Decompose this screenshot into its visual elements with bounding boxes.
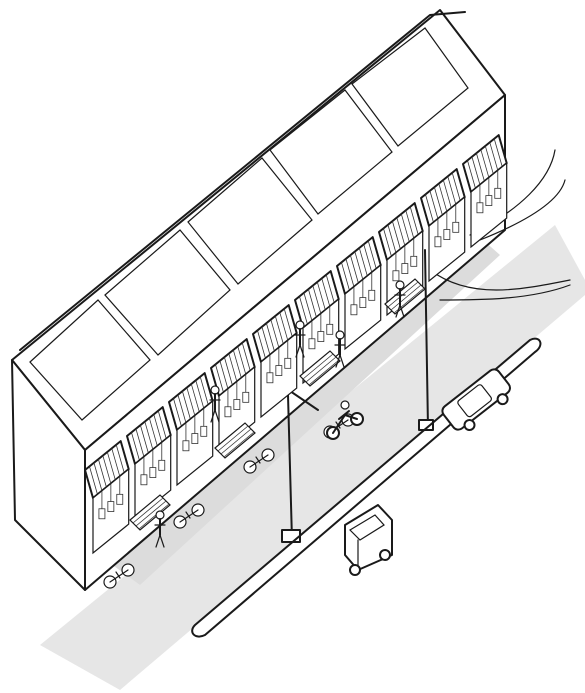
stall-9 [420,168,466,283]
pedestrian-2 [334,330,346,368]
bicycle-3 [103,563,135,589]
pedestrians [154,280,406,548]
stall-7 [336,236,382,351]
bicycle-2 [243,448,275,474]
stall-10 [462,134,508,249]
motorcycle [326,400,364,440]
stall-5 [252,304,298,419]
overhead-wire-2 [479,179,566,241]
pedestrian-1 [154,510,166,548]
roof-bays [29,27,469,421]
stall-1 [84,440,130,555]
utility-pole-right [418,249,571,431]
stall-8 [378,202,424,317]
stall-2 [126,406,172,521]
pavement-steps-3 [299,350,341,387]
ground-shadow [40,225,585,690]
pavement-steps-1 [129,494,171,531]
pedestrian-3 [394,280,406,318]
auto-rickshaw [344,504,393,576]
pedestrian-4 [294,320,306,358]
stall-6 [294,270,340,385]
road-curb [191,337,542,638]
stall-3 [168,372,214,487]
roof-edge [19,11,466,351]
market-stalls [84,134,508,555]
car [441,368,511,432]
bicycle-1 [173,503,205,529]
stall-4 [210,338,256,453]
pedestrian-5 [209,385,221,423]
building-end-wall [11,359,86,591]
pavement-steps-2 [214,422,256,459]
